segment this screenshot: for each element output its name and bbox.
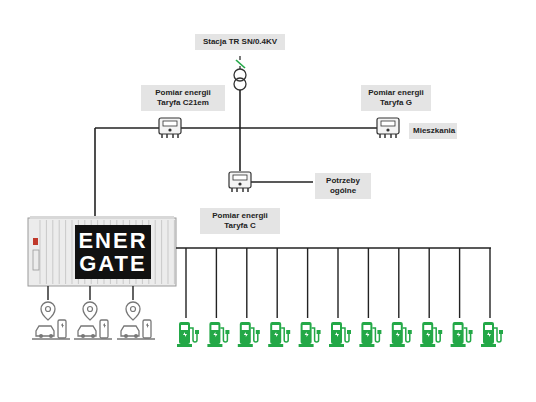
container-rib <box>59 220 60 284</box>
charger-wire <box>246 248 247 318</box>
green-charger <box>268 322 290 347</box>
meter-label: Pomiar energii Taryfa C <box>200 208 280 233</box>
container-rib <box>40 220 41 284</box>
charger-wire <box>398 248 399 318</box>
consumer-label: Potrzeby ogólne <box>315 173 371 198</box>
node-text: Mieszkania <box>413 126 453 136</box>
charger-drop <box>481 248 503 347</box>
charger-drop <box>207 248 229 347</box>
charger-drop <box>390 248 412 347</box>
charger-wire <box>429 248 430 318</box>
charger-wire <box>307 248 308 318</box>
charger-drop <box>238 248 260 347</box>
charger-wire <box>337 248 338 318</box>
charger-bus <box>176 247 491 249</box>
node-text: Pomiar energii Taryfa C21em <box>145 88 221 107</box>
charger-drop <box>359 248 381 347</box>
container-rib <box>155 220 156 284</box>
charger-wire <box>459 248 460 318</box>
charger-drop <box>451 248 473 347</box>
container-rib <box>161 220 162 284</box>
charger-wire <box>47 286 48 300</box>
charger-drop <box>299 248 321 347</box>
main-bus <box>95 127 377 129</box>
green-charger <box>207 322 229 347</box>
node-text: Pomiar energii Taryfa C <box>204 211 276 230</box>
node-text: Potrzeby ogólne <box>319 176 367 195</box>
green-charger <box>451 322 473 347</box>
container-rib <box>168 220 169 284</box>
container-rib <box>46 220 47 284</box>
charger-wire <box>185 248 186 318</box>
logo-panel: ENER GATE <box>75 225 151 279</box>
charger-drop <box>268 248 290 347</box>
meter-label: Pomiar energii Taryfa G <box>361 85 431 110</box>
charger-wire <box>216 248 217 318</box>
green-charger <box>299 322 321 347</box>
green-charger <box>238 322 260 347</box>
grey-charger-drop <box>32 286 70 339</box>
green-charger <box>481 322 503 347</box>
green-charger <box>359 322 381 347</box>
grey-charger <box>74 302 112 339</box>
green-charger <box>177 322 199 347</box>
charger-wire <box>489 248 490 318</box>
green-charger <box>420 322 442 347</box>
container-rib <box>174 220 175 284</box>
charger-drop <box>420 248 442 347</box>
green-charger <box>390 322 412 347</box>
station-label: Stacja TR SN/0.4KV <box>195 34 285 50</box>
node-text: ENER GATE <box>77 229 149 275</box>
node-text: Pomiar energii Taryfa G <box>365 88 427 107</box>
charger-wire <box>277 248 278 318</box>
green-charger <box>329 322 351 347</box>
container-rib <box>72 220 73 284</box>
container-rib <box>65 220 66 284</box>
charger-wire <box>368 248 369 318</box>
meter-label: Pomiar energii Taryfa C21em <box>141 85 225 110</box>
grey-charger-drop <box>117 286 155 339</box>
container-rib <box>52 220 53 284</box>
grey-charger <box>117 302 155 339</box>
consumer-label: Mieszkania <box>409 123 457 139</box>
charger-drop <box>329 248 351 347</box>
grey-charger <box>32 302 70 339</box>
node-text: Stacja TR SN/0.4KV <box>199 37 281 47</box>
energate-container <box>28 216 176 286</box>
charger-wire <box>132 286 133 300</box>
grey-charger-drop <box>74 286 112 339</box>
charger-wire <box>89 286 90 300</box>
charger-drop <box>177 248 199 347</box>
